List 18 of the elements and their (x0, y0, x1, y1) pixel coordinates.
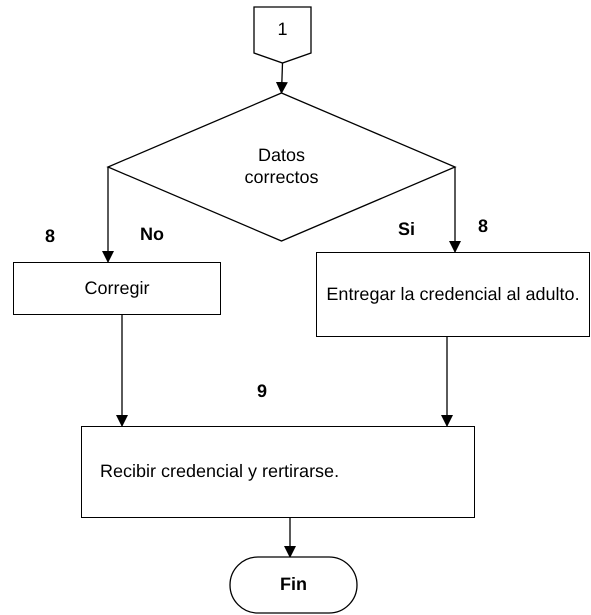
node-text: Fin (280, 574, 307, 596)
node-text: Corregir (84, 278, 150, 300)
decision-text: Datos correctos (243, 145, 320, 189)
node-text: Recibir credencial y rertirarse. (100, 461, 340, 483)
arrow (284, 518, 296, 558)
offpage-connector (254, 7, 311, 63)
node-text: Entregar la credencial al adulto. (326, 284, 580, 306)
arrow (116, 315, 128, 427)
arrow (441, 337, 453, 427)
node-text: 1 (277, 19, 288, 41)
arrow (102, 167, 114, 263)
process-box (13, 262, 221, 315)
terminator (230, 557, 357, 613)
process-box (316, 252, 590, 337)
process-box (81, 426, 475, 518)
arrow (276, 62, 288, 94)
decision-diamond (108, 93, 455, 241)
arrow (449, 167, 461, 253)
